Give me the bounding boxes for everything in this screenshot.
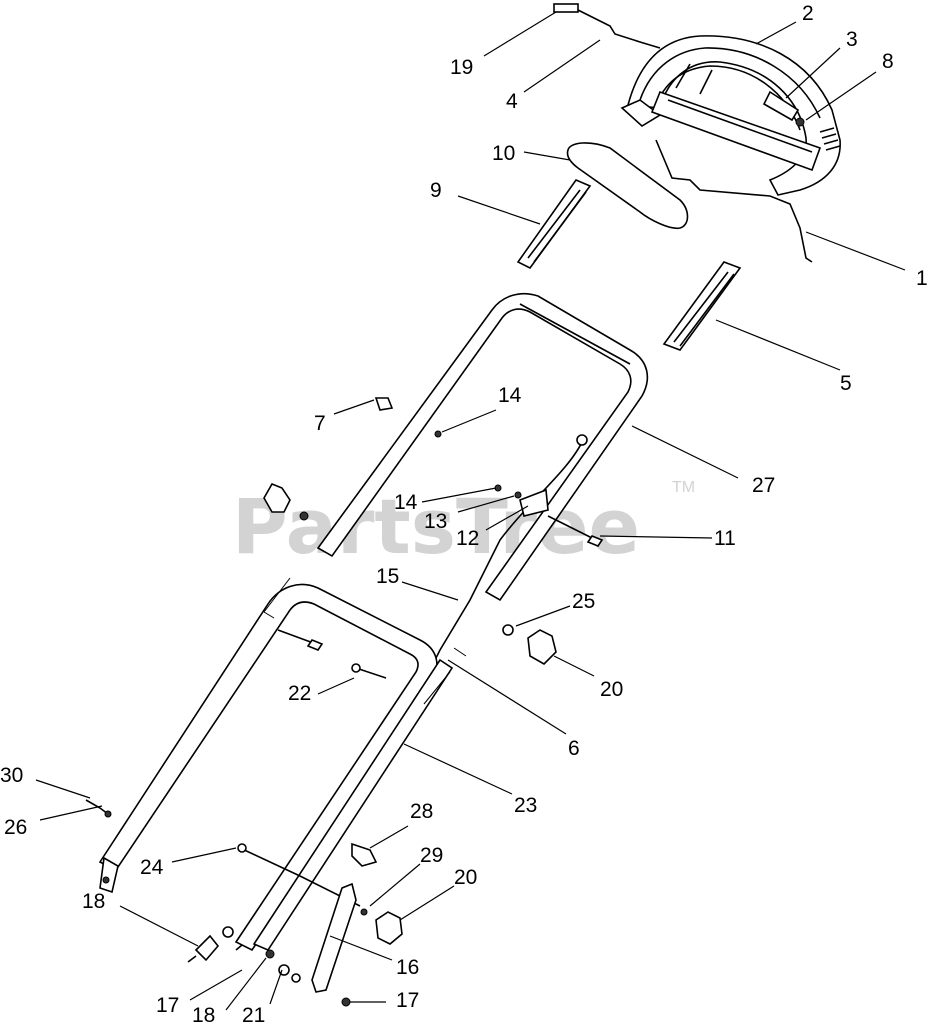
callout-16: 16 — [396, 956, 419, 979]
spacer-28 — [351, 842, 378, 867]
upper-handle — [316, 292, 649, 602]
washer-21b — [291, 973, 301, 983]
callout-14-upper: 14 — [498, 384, 522, 407]
bolt-17-right — [341, 997, 351, 1007]
callout-8: 8 — [882, 50, 894, 73]
callout-19: 19 — [450, 56, 473, 79]
washer-upper-left — [299, 511, 309, 521]
callout-18-lower: 18 — [192, 1004, 215, 1027]
callout-10: 10 — [492, 142, 515, 165]
nut-17-left — [222, 926, 234, 938]
washer-25 — [502, 624, 514, 636]
callout-7: 7 — [314, 412, 326, 435]
callout-26: 26 — [4, 816, 27, 839]
bolt-lower — [277, 629, 317, 645]
callout-3: 3 — [846, 28, 858, 51]
nut-26 — [104, 810, 112, 818]
callout-14-lower: 14 — [394, 491, 418, 514]
callout-2: 2 — [802, 2, 814, 25]
leader-lines — [35, 11, 906, 1011]
callout-13: 13 — [424, 510, 447, 533]
bolt-7 — [374, 397, 394, 411]
callout-29: 29 — [420, 844, 443, 867]
callout-5: 5 — [840, 372, 852, 395]
callout-28: 28 — [410, 800, 433, 823]
knob-20-upper — [527, 629, 557, 665]
callout-15: 15 — [376, 565, 399, 588]
spring-8 — [819, 127, 841, 151]
callout-27: 27 — [752, 474, 775, 497]
fitting-18-left — [194, 934, 220, 962]
bolt-22 — [355, 667, 387, 679]
callout-1: 1 — [916, 267, 928, 290]
callout-22: 22 — [288, 682, 311, 705]
knob-upper-left — [263, 482, 291, 513]
callout-30: 30 — [0, 764, 23, 787]
knob-20-lower — [375, 911, 403, 945]
connector-bracket-upper — [263, 577, 291, 619]
washer-29 — [360, 908, 368, 916]
callout-11: 11 — [714, 527, 736, 550]
bail-rod — [655, 139, 813, 263]
spring-and-rod — [553, 3, 661, 49]
callout-24: 24 — [140, 856, 164, 879]
grip — [762, 90, 800, 122]
bolt-11 — [547, 515, 597, 541]
callout-18-upper: 18 — [82, 890, 105, 913]
callout-23: 23 — [514, 794, 537, 817]
connector-bracket-mid — [423, 647, 467, 705]
lower-handle — [98, 583, 454, 952]
nut-18 — [265, 949, 275, 959]
callout-20-upper: 20 — [600, 678, 623, 701]
callout-4: 4 — [506, 90, 518, 113]
callout-17-left: 17 — [156, 994, 179, 1017]
nut-8 — [795, 117, 805, 127]
watermark-trademark: TM — [672, 479, 695, 496]
callout-20-lower: 20 — [454, 866, 477, 889]
cable-end — [576, 434, 588, 446]
decal-10 — [566, 142, 689, 230]
callout-12: 12 — [456, 527, 479, 550]
callout-25: 25 — [572, 590, 595, 613]
callout-17-right: 17 — [396, 989, 419, 1012]
cable-clamp — [519, 488, 549, 517]
callout-9: 9 — [430, 179, 442, 202]
nut-13 — [514, 491, 522, 499]
nut-14-upper — [434, 430, 442, 438]
control-bar — [620, 35, 841, 196]
callout-6: 6 — [568, 737, 580, 760]
callout-21: 21 — [242, 1004, 265, 1027]
